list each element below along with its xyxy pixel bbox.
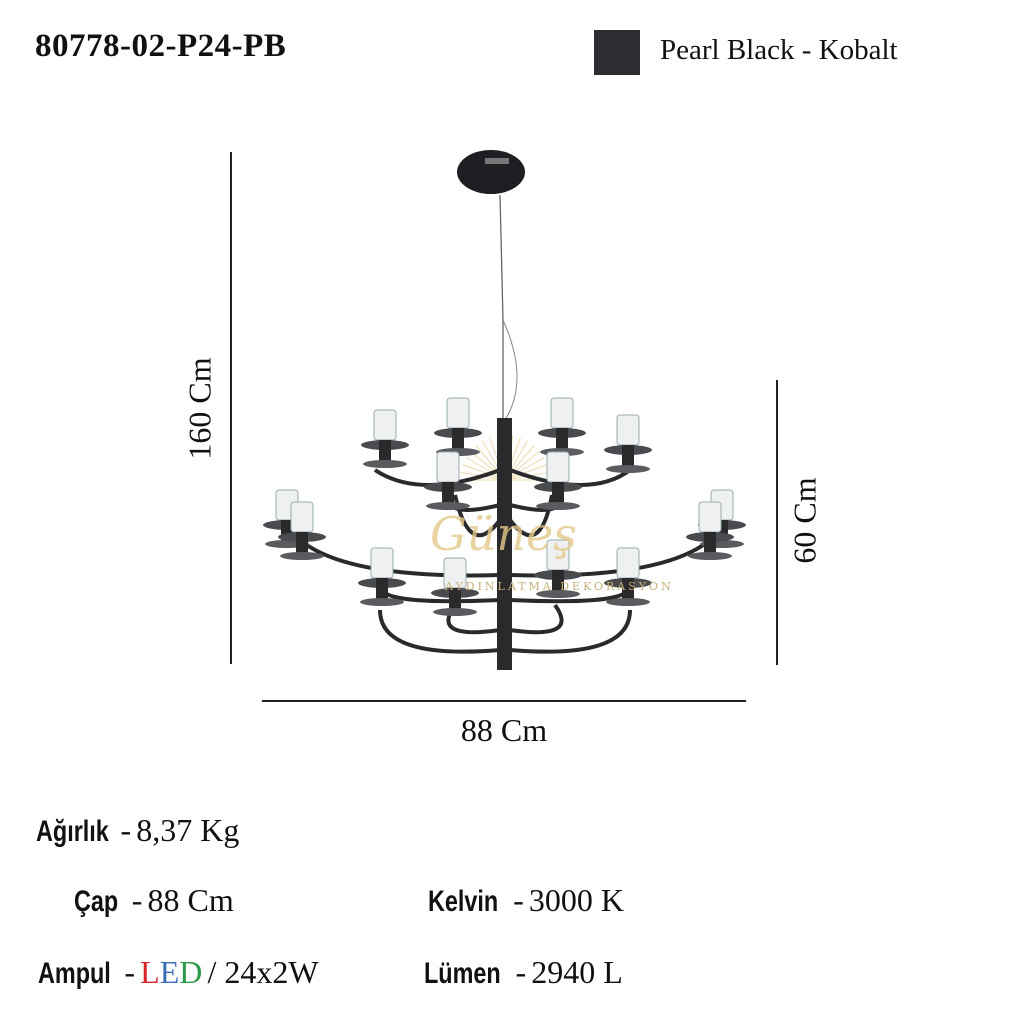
spec-value: 2940 L — [531, 954, 623, 990]
finish-name: Pearl Black - Kobalt — [660, 34, 898, 66]
led-l: L — [140, 954, 160, 990]
watermark-tagline: AYDINLATMA DEKORASYON — [444, 580, 674, 593]
body-height-dimension-line — [776, 380, 778, 665]
central-rod — [497, 418, 512, 670]
spec-label: Çap — [74, 885, 119, 918]
spec-value: 88 Cm — [147, 882, 234, 918]
spec-value: 3000 K — [528, 882, 624, 918]
candle-light — [686, 501, 734, 560]
candle-light — [434, 397, 482, 456]
led-e: E — [159, 954, 180, 990]
spec-bulb: Ampul - LED / 24x2W — [38, 954, 319, 990]
spec-diameter: Çap - 88 Cm — [74, 882, 234, 918]
chandelier-arm — [509, 603, 564, 635]
width-dimension-line — [262, 700, 746, 702]
candle-light — [431, 557, 479, 616]
chandelier-arm — [378, 609, 501, 654]
spec-kelvin: Kelvin - 3000 K — [428, 882, 624, 918]
spec-label: Lümen — [424, 957, 501, 990]
candle-light — [534, 539, 582, 598]
chandelier-arm — [509, 609, 632, 654]
spec-value: 8,37 Kg — [136, 812, 240, 848]
candle-light — [604, 414, 652, 473]
watermark-brand: Güneş — [430, 507, 577, 561]
candle-light — [538, 397, 586, 456]
chandelier-image: Güneş AYDINLATMA DEKORASYON — [263, 150, 746, 670]
product-code: 80778-02-P24-PB — [35, 28, 287, 64]
spec-label: Kelvin — [428, 885, 499, 918]
candle-light — [278, 501, 326, 560]
candle-light — [358, 547, 406, 606]
candle-light — [361, 409, 409, 468]
spec-label: Ağırlık — [36, 815, 109, 848]
spec-value: / 24x2W — [207, 954, 319, 990]
candle-light — [424, 451, 472, 510]
height-dimension-line — [230, 152, 232, 664]
chandelier-arm — [509, 468, 632, 487]
candle-light — [534, 451, 582, 510]
canopy — [457, 150, 525, 194]
spec-weight: Ağırlık - 8,37 Kg — [36, 812, 240, 848]
finish-color-swatch — [594, 30, 640, 75]
spec-lumen: Lümen - 2940 L — [424, 954, 623, 990]
led-d: D — [179, 954, 203, 990]
width-label: 88 Cm — [460, 712, 548, 748]
candle-light — [604, 547, 652, 606]
spec-label: Ampul — [38, 957, 111, 990]
